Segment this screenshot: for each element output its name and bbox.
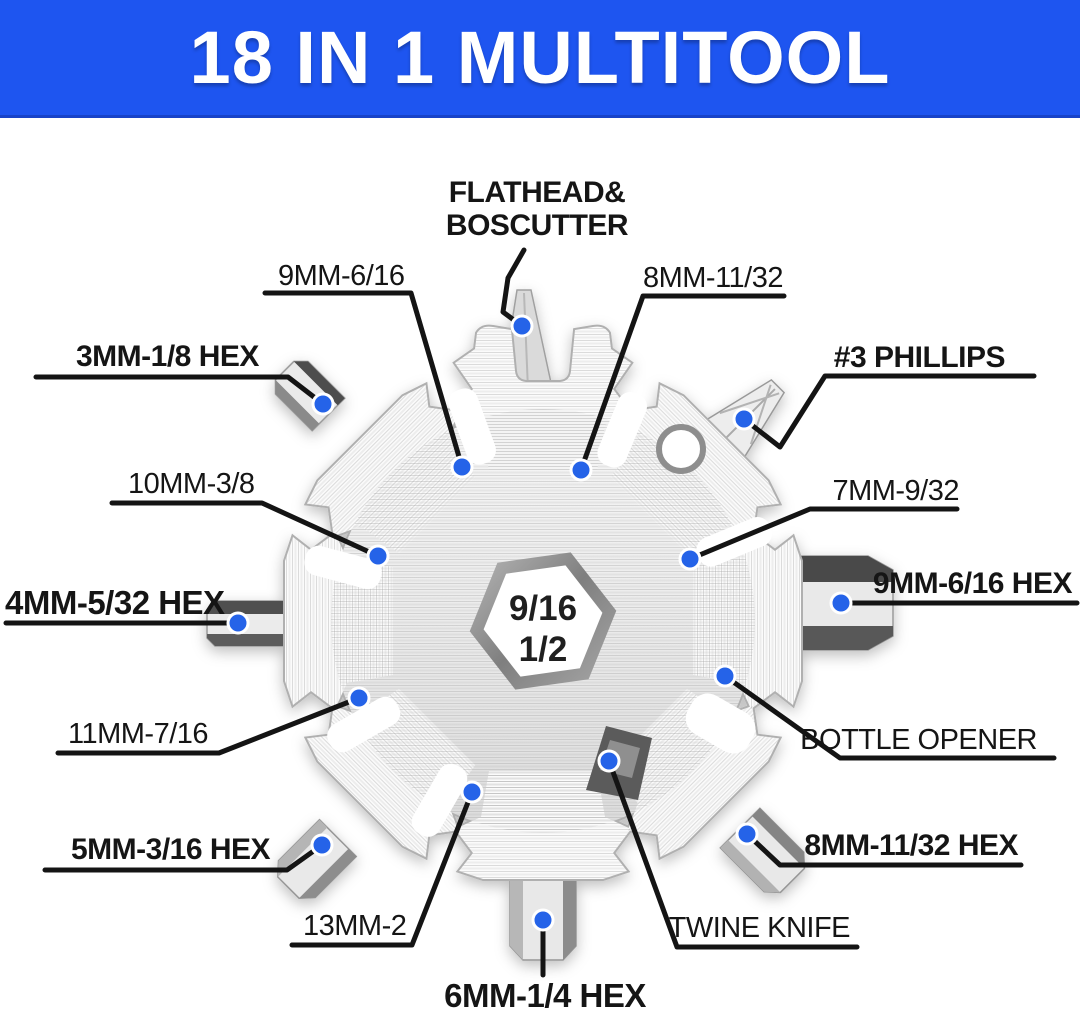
leader-10mm-38 [109, 500, 381, 559]
hex-bit-5mm [277, 818, 358, 899]
leader-twine-knife [606, 758, 860, 950]
dot-5mm-hex [310, 833, 334, 857]
callout-4mm-hex-label: 4MM-5/32 HEX [5, 584, 225, 621]
callout-6mm-hex-label: 6MM-1/4 HEX [444, 977, 646, 1014]
dot-twine-knife [597, 749, 621, 773]
dot-4mm-hex [226, 611, 250, 635]
slot-11mm-716 [327, 696, 401, 753]
leader-8mm-hex [744, 831, 1024, 868]
callout-8mm-1132-label: 8MM-11/32 [642, 262, 784, 294]
dot-9mm-hex [829, 591, 853, 615]
dot-9mm-616 [450, 455, 474, 479]
center-marking-line2: 1/2 [519, 630, 568, 669]
callout-9mm-616-label: 9MM-6/16 [278, 260, 405, 292]
leader-9mm-616 [262, 290, 465, 470]
callout-7mm-932-label: 7MM-9/32 [832, 475, 959, 507]
leader-lines [3, 247, 1080, 978]
callout-13mm-2-label: 13MM-2 [303, 910, 407, 942]
leader-8mm-1132 [578, 293, 787, 473]
callout-11mm-716-label: 11MM-7/16 [68, 718, 209, 750]
slot-9mm-616 [448, 388, 496, 465]
hex-bit-6mm [509, 871, 577, 961]
hex-extension-4mm [206, 600, 296, 647]
dot-bottle-opener [713, 664, 737, 688]
callout-5mm-hex-label: 5MM-3/16 HEX [71, 833, 271, 866]
leader-3mm-hex [33, 374, 326, 407]
leader-7mm-932 [687, 506, 960, 562]
dot-phillips [732, 407, 756, 431]
dot-7mm-932 [678, 547, 702, 571]
dot-8mm-1132 [569, 458, 593, 482]
leader-flathead [500, 247, 527, 329]
lanyard-hole [656, 424, 706, 474]
leader-13mm-2 [289, 789, 475, 948]
leader-11mm-716 [55, 695, 362, 756]
dot-13mm-2 [460, 780, 484, 804]
center-marking-line1: 9/16 [509, 589, 577, 628]
slot-8mm-1132 [597, 391, 648, 468]
wrench-slots [304, 388, 773, 837]
leader-phillips [741, 373, 1037, 450]
center-hex-hole: 9/16 1/2 [469, 552, 617, 690]
dot-8mm-hex [735, 822, 759, 846]
callout-bottle-opener-label: BOTTLE OPENER [800, 724, 1037, 756]
callout-flathead-label: FLATHEAD& BOSCUTTER [445, 176, 629, 242]
callout-twine-knife-label: TWINE KNIFE [668, 912, 851, 944]
dot-11mm-716 [347, 686, 371, 710]
leader-bottle-opener [722, 673, 1057, 761]
dot-6mm-hex [531, 908, 555, 932]
callout-8mm-hex-label: 8MM-11/32 HEX [804, 829, 1018, 862]
callout-phillips-label: #3 PHILLIPS [833, 341, 1006, 374]
slot-10mm-38 [304, 545, 382, 590]
dot-3mm-hex [311, 392, 335, 416]
dot-flathead [510, 314, 534, 338]
page-title: 18 IN 1 MULTITOOL [189, 16, 891, 99]
callout-dots [226, 314, 853, 932]
callout-10mm-38-label: 10MM-3/8 [128, 468, 255, 500]
dot-10mm-38 [366, 544, 390, 568]
leader-5mm-hex [42, 842, 325, 873]
bottle-opener-slot [685, 693, 756, 754]
header-banner: 18 IN 1 MULTITOOL [0, 0, 1080, 118]
callout-3mm-hex-label: 3MM-1/8 HEX [76, 340, 259, 373]
callout-9mm-hex-label: 9MM-6/16 HEX [872, 567, 1073, 600]
slot-13mm-2 [411, 763, 468, 837]
